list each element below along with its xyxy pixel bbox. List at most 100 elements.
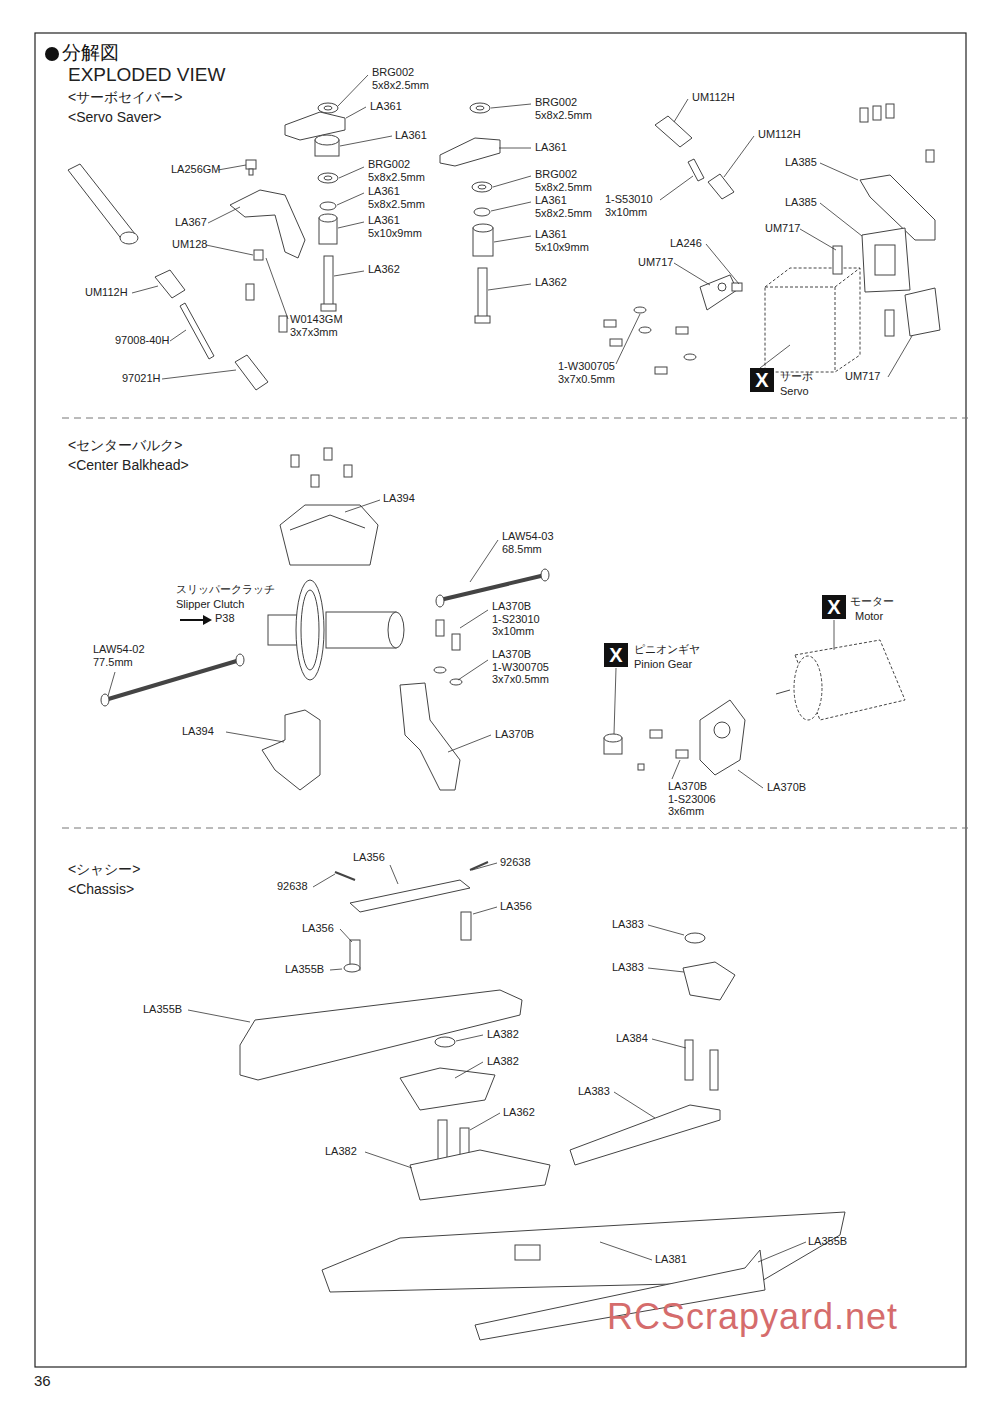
part-outline [62, 418, 968, 419]
part-outline [249, 169, 253, 175]
leader-line [494, 236, 531, 242]
part-label: LA361 [395, 129, 427, 142]
part-outline [765, 268, 860, 372]
part-number: LA370B 1-S23006 3x6mm [668, 780, 716, 818]
part-outline [324, 256, 333, 310]
leader-line [738, 770, 763, 788]
leader-line [313, 874, 335, 887]
part-outline [700, 700, 745, 775]
x-marker: X [750, 368, 774, 392]
part-label: UM112H [758, 128, 801, 141]
section-heading: <Chassis> [68, 881, 134, 897]
part-outline [45, 47, 59, 61]
part-outline [388, 612, 404, 648]
part-label: LA361 [535, 141, 567, 154]
part-outline [795, 640, 905, 720]
leader-line [390, 865, 398, 884]
part-outline [344, 465, 352, 477]
section-heading: <Servo Saver> [68, 109, 161, 125]
leader-line [170, 330, 186, 341]
part-outline [473, 224, 493, 232]
part-outline [262, 710, 320, 790]
part-outline [301, 590, 319, 670]
leader-line [340, 136, 392, 146]
part-outline [833, 246, 842, 274]
part-outline [203, 615, 212, 625]
leader-line [365, 1152, 412, 1168]
part-outline [685, 933, 705, 943]
part-outline [541, 569, 549, 581]
part-outline [120, 232, 138, 244]
leader-line [616, 314, 640, 364]
part-outline [604, 320, 616, 327]
part-outline [180, 619, 205, 621]
leader-line [499, 148, 531, 149]
part-outline [470, 103, 490, 113]
part-label: モーター [850, 595, 894, 608]
leader-line [652, 1039, 686, 1048]
part-label: サーボ [780, 370, 813, 383]
part-label: LA367 [175, 216, 207, 229]
leader-line [491, 104, 531, 108]
part-label: LA385 [785, 196, 817, 209]
leader-line [345, 500, 380, 512]
leader-line [132, 286, 158, 293]
part-outline [436, 595, 444, 607]
part-label: LA384 [616, 1032, 648, 1045]
part-number: LAW54-02 77.5mm [93, 643, 145, 668]
part-label: LA362 [368, 263, 400, 276]
part-outline [710, 1050, 718, 1090]
part-label: UM112H [692, 91, 735, 104]
part-outline [35, 33, 968, 1367]
leader-line [614, 1092, 655, 1118]
part-outline [475, 316, 490, 323]
leader-line [456, 1035, 483, 1041]
leader-line [473, 907, 497, 914]
part-label: 97021H [122, 372, 161, 385]
leader-line [706, 244, 739, 284]
part-outline [860, 108, 868, 122]
leader-line [460, 610, 488, 628]
part-number: LAW54-03 68.5mm [502, 530, 554, 555]
section-heading: <サーボセイバー> [68, 89, 182, 105]
part-number: LA370B 1-W300705 3x7x0.5mm [492, 648, 549, 686]
leader-line [648, 925, 684, 935]
part-outline [400, 683, 460, 790]
leader-line [162, 370, 236, 379]
part-label: LA370B [767, 781, 806, 794]
part-label: LA383 [612, 961, 644, 974]
part-outline [655, 116, 692, 147]
leader-line [338, 222, 364, 228]
leader-line [340, 929, 352, 942]
part-outline [472, 182, 492, 192]
part-outline [434, 667, 446, 673]
part-label: LA362 [535, 276, 567, 289]
part-outline [400, 1068, 495, 1110]
part-outline [68, 103, 345, 390]
part-outline [714, 722, 730, 738]
part-outline [279, 316, 287, 332]
part-label: LA256GM [171, 163, 221, 176]
part-label: LA381 [655, 1253, 687, 1266]
part-label: LA356 [302, 922, 334, 935]
part-outline [320, 202, 336, 210]
part-outline [655, 367, 667, 374]
leader-line [614, 668, 616, 734]
part-outline [708, 174, 734, 199]
part-outline [235, 355, 268, 390]
leader-line [206, 245, 253, 255]
part-number: BRG002 5x8x2.5mm [535, 168, 592, 193]
leader-line [820, 203, 862, 236]
leader-line [600, 1242, 652, 1260]
part-label: ピニオンギヤ [634, 643, 700, 656]
leader-line [758, 1242, 806, 1262]
part-outline [875, 245, 895, 275]
part-number: 1-S53010 3x10mm [605, 193, 653, 218]
part-outline [155, 270, 185, 298]
part-outline [291, 455, 299, 467]
part-label: 92638 [500, 856, 531, 869]
part-outline [62, 828, 968, 829]
part-outline [440, 103, 500, 323]
part-number: BRG002 5x8x2.5mm [368, 158, 425, 183]
leader-line [188, 1010, 250, 1022]
